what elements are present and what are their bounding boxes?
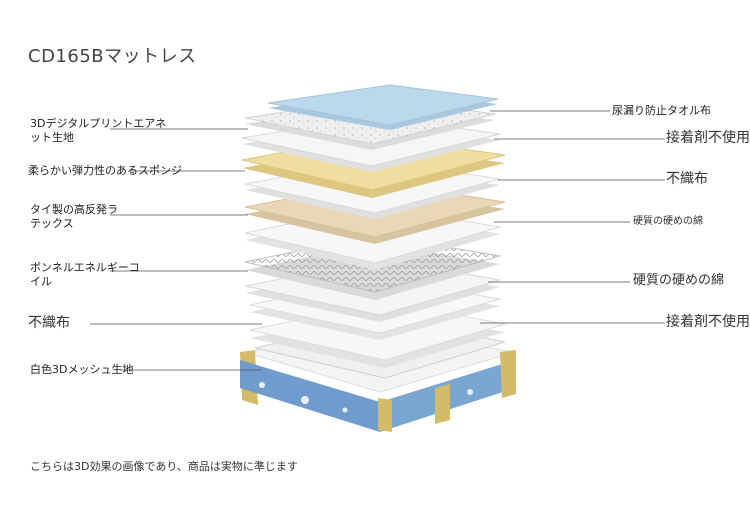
leader-lines <box>90 110 665 371</box>
label-nonwoven-left: 不織布 <box>28 316 70 330</box>
label-line: 不織布 <box>28 315 70 331</box>
label-hard-cotton-1: 硬質の硬めの綿 <box>633 216 703 227</box>
label-line: 白色3Dメッシュ生地 <box>30 363 134 376</box>
label-waterproof: 尿漏り防止タオル布 <box>612 104 711 117</box>
label-line: 3Dデジタルプリントエアネ <box>30 117 167 130</box>
label-mesh: 白色3Dメッシュ生地 <box>30 363 133 377</box>
label-line: ボンネルエネルギーコ <box>30 261 140 274</box>
footnote: こちらは3D効果の画像であり、商品は実物に準じます <box>30 460 298 473</box>
label-bonnell-coil: ボンネルエネルギーコ イル <box>30 261 140 289</box>
label-hard-cotton-2: 硬質の硬めの綿 <box>633 273 725 288</box>
label-adhesive-free-2: 接着剤不使用 <box>666 314 750 330</box>
label-3d-fabric: 3Dデジタルプリントエアネ ット生地 <box>30 117 166 145</box>
label-line: 柔らかい弾力性のあるスポンジ <box>28 164 182 177</box>
label-line: タイ製の高反発ラ <box>30 203 118 216</box>
label-line: ット生地 <box>30 131 74 144</box>
label-line: テックス <box>30 217 74 230</box>
label-nonwoven-right: 不織布 <box>666 171 708 187</box>
page-title: CD165Bマットレス <box>28 46 197 67</box>
label-line: イル <box>30 275 52 288</box>
label-adhesive-free-1: 接着剤不使用 <box>666 130 750 146</box>
label-latex: タイ製の高反発ラ テックス <box>30 203 118 231</box>
layer-waterproof <box>267 84 499 130</box>
label-sponge: 柔らかい弾力性のあるスポンジ <box>28 164 182 178</box>
